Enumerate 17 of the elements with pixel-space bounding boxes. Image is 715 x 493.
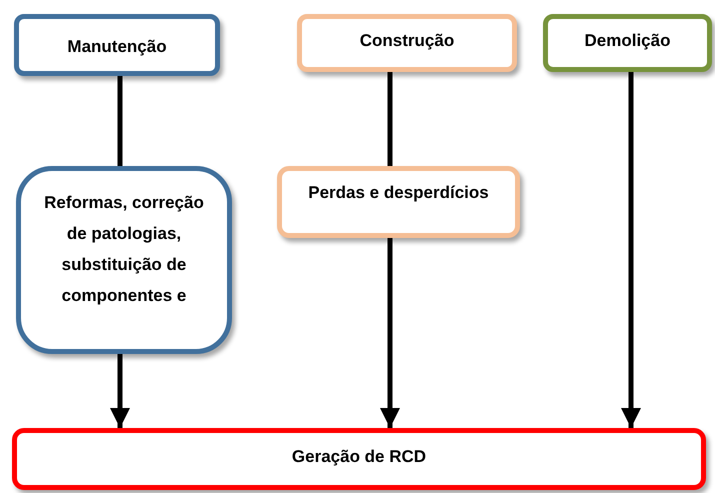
box-label: Geração de RCD (292, 447, 426, 467)
box-label: Perdas e desperdícios (308, 183, 489, 203)
process-box (12, 428, 706, 490)
arrow (380, 238, 400, 428)
box-label: Reformas, correção de patologias, substituição de componentes e (43, 192, 205, 307)
arrow (621, 72, 641, 428)
box-label: Demolição (584, 31, 670, 51)
process-box (277, 166, 520, 238)
box-label: Construção (360, 31, 454, 51)
process-box (16, 166, 232, 354)
process-box (297, 14, 517, 72)
connector-line (388, 72, 392, 166)
connector-line (118, 76, 122, 166)
process-box (543, 14, 712, 72)
process-box (14, 14, 220, 76)
arrow (110, 354, 130, 428)
box-label: Manutenção (67, 37, 167, 57)
